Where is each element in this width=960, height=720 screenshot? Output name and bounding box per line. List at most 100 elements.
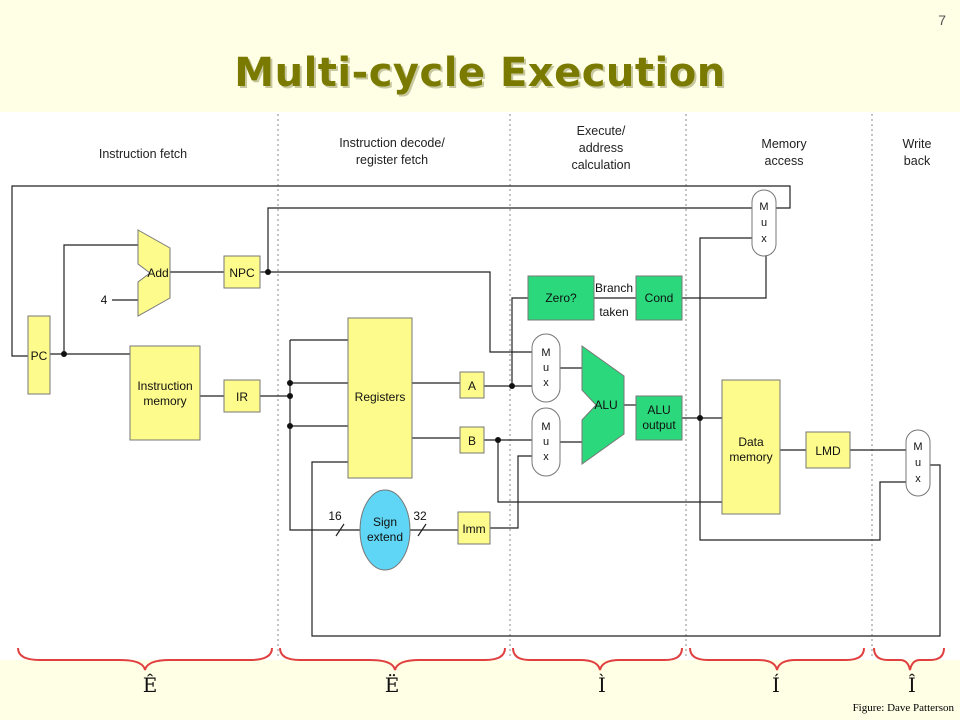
b-label: B [468,434,476,448]
stage-fetch-label: Instruction fetch [99,147,187,161]
lmd-label: LMD [815,444,841,458]
wb-mux-u: u [915,457,921,469]
wire-aluout-to-top-mux [699,237,752,418]
junction-ir-3 [287,423,293,429]
bus-width-16: 16 [328,509,342,523]
wire-aluout-to-wb-mux [699,418,906,541]
sign-extend-unit [359,489,411,571]
b-register [459,426,485,454]
wires [11,185,941,637]
wire-imm-to-mux [490,455,532,529]
junction-ir-1 [287,380,293,386]
wire-b-to-dmem [497,440,722,503]
stage-decode-label-line1: Instruction decode/ [339,136,445,150]
zero-label: Zero? [545,291,577,305]
title-band [0,0,960,112]
pc-register [27,315,51,395]
stage-memory-label-line2: access [765,154,804,168]
stage-writeback-label-line2: back [904,154,931,168]
brace-execute [512,647,683,671]
wire-pc-loop [11,185,791,357]
wb-mux-x: x [915,473,921,485]
npc-register [223,255,261,289]
a-label: A [468,379,476,393]
lmd-register [805,431,851,469]
junction-ir-2 [287,393,293,399]
dmem-label-line1: Data [738,435,764,449]
alu-label: ALU [594,398,617,412]
data-memory [721,379,781,515]
instruction-memory [129,345,201,441]
wire-wb-mux-out [930,464,941,596]
ir-register [223,379,261,413]
brace-memory [689,647,865,671]
add-label: Add [147,266,168,280]
a-register [459,371,485,399]
wire-ir-bus [289,340,330,531]
alu-mux-b-u: u [543,436,549,448]
alu-mux-a [531,333,561,403]
figure-credit: Figure: Dave Patterson [852,702,954,714]
slide-title: Multi-cycle Execution [234,50,726,96]
stage-symbol-writeback: Î [908,673,916,697]
page-number: 7 [938,12,946,28]
junction-a [509,383,515,389]
register-file [347,317,413,479]
stage-braces [17,647,945,671]
bottom-band [0,660,960,720]
taken-label: taken [599,305,628,319]
wire-writeback [311,461,941,637]
alu-mux-a-x: x [543,377,549,389]
pc-mux-u: u [761,217,767,229]
junction-b [495,437,501,443]
pc-mux-x: x [761,233,767,245]
alu-mux-b-m: M [541,421,550,433]
alu-unit [581,345,625,465]
stage-execute-label-line1: Execute/ [577,124,626,138]
stage-decode-label-line2: register fetch [356,153,428,167]
pc-label: PC [31,349,48,363]
alu-output-label-line1: ALU [647,403,670,417]
stage-symbol-memory: Í [772,673,780,697]
bus-tick-16 [335,523,345,537]
wire-npc-to-top-mux [260,207,752,273]
wire-a-to-zero [511,297,528,386]
constant-four-label: 4 [101,293,108,307]
stage-writeback-label-line1: Write [903,137,932,151]
imm-register [457,511,491,545]
junction-aluout [697,415,703,421]
imem-label-line1: Instruction [137,379,192,393]
alu-output-register [635,395,683,441]
stage-symbol-fetch: Ê [143,673,158,697]
stage-execute-label-line2: address [579,141,623,155]
registers-label: Registers [355,390,406,404]
wire-pc-to-add [63,244,138,354]
imm-label: Imm [462,522,485,536]
dmem-label-line2: memory [729,450,772,464]
junction-npc [265,269,271,275]
pc-select-mux [751,189,777,257]
alu-mux-b [531,407,561,477]
cond-label: Cond [645,291,674,305]
zero-test-unit [527,275,595,321]
imem-label-line2: memory [143,394,186,408]
stage-memory-label-line1: Memory [761,137,807,151]
wire-cond-to-mux [682,252,767,299]
sign-extend-label-line2: extend [367,530,403,544]
ir-label: IR [236,390,248,404]
alu-mux-a-u: u [543,362,549,374]
alu-mux-a-m: M [541,347,550,359]
npc-label: NPC [229,266,255,280]
branch-label: Branch [595,281,633,295]
stage-symbol-decode: Ë [385,673,400,697]
brace-decode [279,647,506,671]
wb-mux-m: M [913,441,922,453]
stage-execute-label-line3: calculation [571,158,630,172]
alu-mux-b-x: x [543,451,549,463]
writeback-mux [905,429,931,497]
sign-extend-label-line1: Sign [373,515,397,529]
wire-npc-to-alu-mux [268,271,532,353]
bus-tick-32 [417,523,427,537]
